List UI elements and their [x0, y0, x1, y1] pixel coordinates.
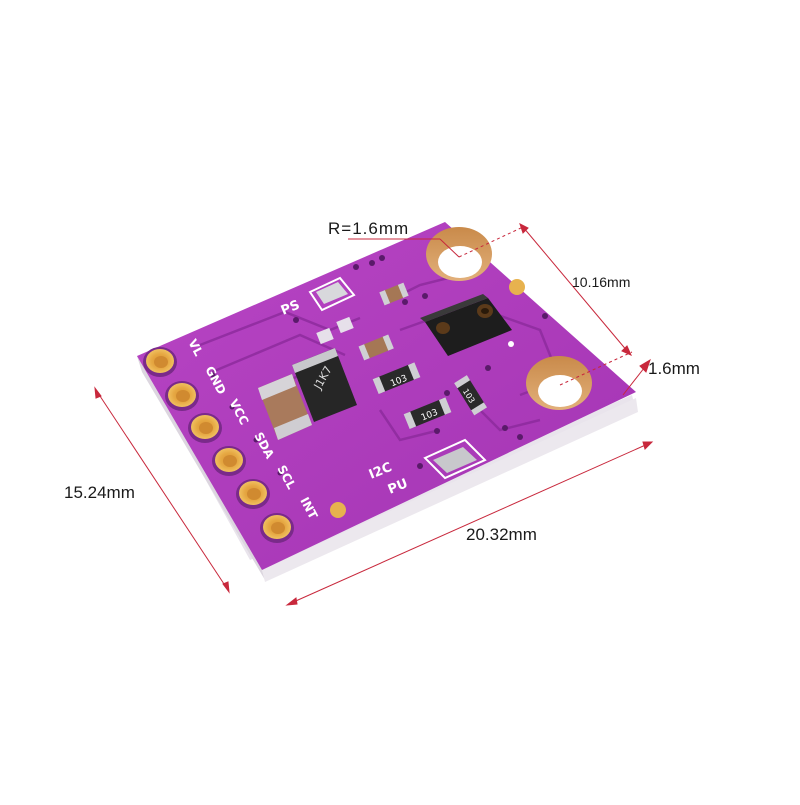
- width-label: 15.24mm: [64, 483, 135, 502]
- pin-pad-int: [260, 513, 294, 543]
- pin-pad-scl: [236, 479, 270, 509]
- pin-pad-sda: [212, 446, 246, 476]
- pin-pad-vl: [143, 347, 177, 377]
- sensor-window-left: [436, 322, 450, 334]
- fiducial: [508, 341, 514, 347]
- hole-spacing-label: 10.16mm: [572, 274, 631, 290]
- resistor-1: 103: [372, 362, 421, 395]
- pin-pad-gnd: [165, 381, 199, 411]
- test-pad: [330, 502, 346, 518]
- capacitor-small-top: [379, 282, 409, 306]
- ps-label: PS: [279, 298, 302, 319]
- hole-radius-label: R=1.6mm: [328, 219, 410, 238]
- board-edge: [137, 356, 638, 582]
- pad-white: [316, 327, 334, 345]
- mounting-hole-top: [426, 227, 492, 281]
- capacitor-small-mid: [358, 334, 394, 361]
- pin-pads: [143, 347, 294, 543]
- ps-jumper: [308, 276, 356, 312]
- pu-label: PU: [386, 476, 410, 497]
- mounting-hole-bottom: [526, 356, 592, 410]
- test-pad: [509, 279, 525, 295]
- thickness-label: 1.6mm: [648, 359, 700, 378]
- pin-pad-vcc: [188, 413, 222, 443]
- i2c-pu-jumper: [423, 438, 487, 480]
- dimension-lines: [94, 223, 654, 606]
- pad-white: [336, 316, 354, 334]
- gesture-sensor: [420, 294, 512, 356]
- inductor: J1K7: [292, 348, 357, 422]
- length-label: 20.32mm: [466, 525, 537, 544]
- capacitor-large: [258, 374, 312, 440]
